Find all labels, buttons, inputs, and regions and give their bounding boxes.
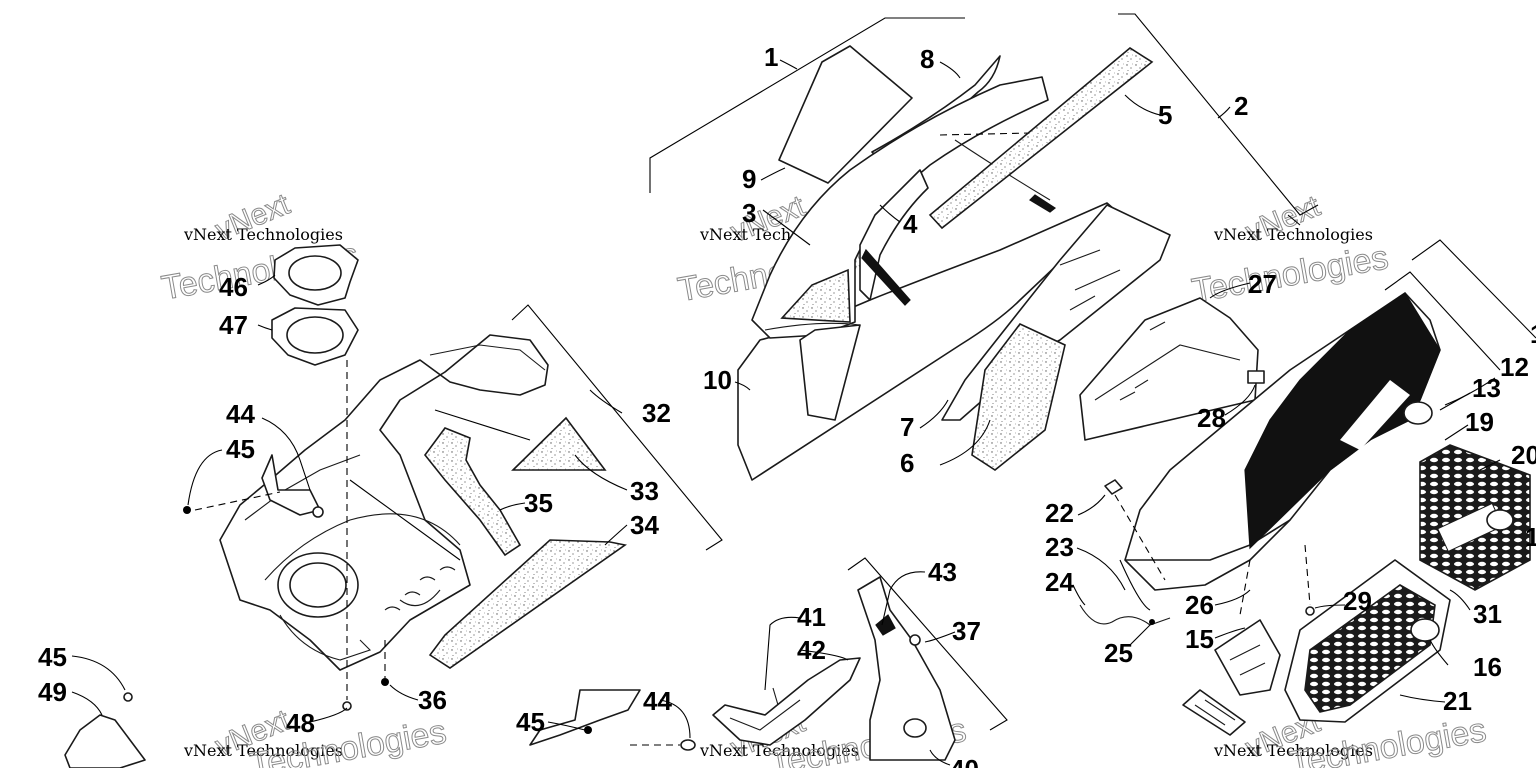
watermark-small: vNext Technologies [1213, 225, 1373, 244]
callout-5: 5 [1158, 100, 1172, 130]
callout-16: 16 [1473, 652, 1502, 682]
side-panel-pad [780, 268, 851, 323]
callout-43: 43 [928, 557, 957, 587]
callout-34: 34 [630, 510, 659, 540]
callout-13: 13 [1472, 373, 1501, 403]
callout-45-bottom: 45 [516, 707, 545, 737]
callout-7: 7 [900, 412, 914, 442]
side-pad-part-6 [971, 323, 1066, 471]
screw-part-29 [1305, 606, 1315, 616]
hood-lower-part [799, 324, 861, 421]
watermark-small: vNext Technologies [183, 741, 343, 760]
callout-37: 37 [952, 616, 981, 646]
callout-22: 22 [1045, 498, 1074, 528]
leader-lines [71, 59, 1501, 766]
callout-21: 21 [1443, 686, 1472, 716]
knob-part-22 [1104, 479, 1123, 495]
callout-36: 36 [418, 685, 447, 715]
callout-29: 29 [1343, 586, 1372, 616]
callout-31: 31 [1473, 599, 1502, 629]
callout-44: 44 [226, 399, 255, 429]
callout-1: 1 [764, 42, 778, 72]
callout-49: 49 [38, 677, 67, 707]
callout-45: 45 [226, 434, 255, 464]
bracket-part-45-bottom [529, 689, 641, 746]
callout-35: 35 [524, 488, 553, 518]
callout-14: 14 [1525, 522, 1536, 552]
callout-28: 28 [1197, 403, 1226, 433]
group-bracket-11 [1411, 239, 1536, 339]
callout-44-bottom: 44 [643, 686, 672, 716]
callout-48: 48 [286, 708, 315, 738]
watermark-bottom-left: vNext vNext Technologies Technologies [183, 703, 450, 768]
part-49 [64, 714, 146, 768]
callout-42: 42 [797, 635, 826, 665]
callout-3: 3 [742, 198, 756, 228]
windshield-part-9 [778, 45, 913, 184]
callout-45-bottom-left: 45 [38, 642, 67, 672]
callout-33: 33 [630, 476, 659, 506]
fairing-part-42 [712, 657, 861, 746]
badge-part-16 [1410, 618, 1440, 642]
watermark-big: Technologies [1189, 238, 1391, 310]
callout-6: 6 [900, 448, 914, 478]
callout-9: 9 [742, 164, 756, 194]
callout-41: 41 [797, 602, 826, 632]
callout-23: 23 [1045, 532, 1074, 562]
side-panel-assembly [1079, 239, 1536, 736]
callout-2: 2 [1234, 91, 1248, 121]
watermark-small: vNext Technologies [1213, 741, 1373, 760]
callout-15: 15 [1185, 624, 1214, 654]
callout-46: 46 [219, 272, 248, 302]
group-bracket-1 [649, 17, 965, 193]
callout-24: 24 [1045, 567, 1074, 597]
callout-19: 19 [1465, 407, 1494, 437]
tray-part-27 [1079, 297, 1259, 441]
callout-11: 11 [1530, 319, 1536, 349]
callout-12: 12 [1500, 352, 1529, 382]
group-bracket-2 [1118, 13, 1319, 216]
grommet-part-44 [680, 739, 696, 751]
callout-20: 20 [1511, 440, 1536, 470]
callout-25: 25 [1104, 638, 1133, 668]
clip-part-28 [1247, 370, 1265, 384]
callout-27: 27 [1248, 269, 1277, 299]
hood-assembly [649, 13, 1319, 481]
callout-8: 8 [920, 44, 934, 74]
bracket-part-44 [261, 454, 321, 516]
callout-32: 32 [642, 398, 671, 428]
bracket-part-15 [1214, 619, 1281, 696]
seal-strip-part-5 [928, 47, 1154, 230]
group-bracket-32 [511, 304, 723, 551]
strip-part-34 [428, 539, 627, 669]
watermark-small: vNext Technologies [699, 741, 859, 760]
callout-40: 40 [950, 754, 979, 768]
callout-10: 10 [703, 365, 732, 395]
badge-part-14 [1486, 509, 1514, 531]
pad-part-33 [511, 416, 607, 471]
callout-47: 47 [219, 310, 248, 340]
fastener-part-36 [381, 678, 389, 686]
callout-4: 4 [903, 209, 918, 239]
callout-26: 26 [1185, 590, 1214, 620]
badge-part-13 [1403, 401, 1433, 425]
watermark-small: vNext Technologies [183, 225, 343, 244]
fastener-part-48 [342, 701, 352, 711]
callout-labels: 1 2 3 4 5 6 7 8 9 10 12 13 16 19 20 21 2… [38, 42, 1536, 768]
